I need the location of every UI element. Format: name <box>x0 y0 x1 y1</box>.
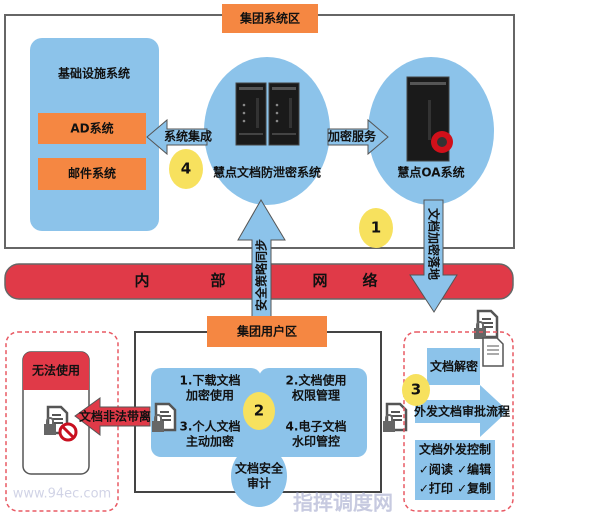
policy-sync-arrow <box>237 199 286 319</box>
locked-document-icon <box>472 309 499 341</box>
server-icon <box>235 82 267 146</box>
feature-2-line1: 2.文档使用 <box>286 373 347 388</box>
locked-document-icon <box>381 402 408 434</box>
locked-document-icon <box>150 402 177 434</box>
feature-3-line1: 3.个人文档 <box>180 419 241 434</box>
external-control-line: ✓打印 ✓复制 <box>419 481 491 496</box>
external-zone-frame <box>403 331 514 512</box>
audit-node <box>231 445 287 507</box>
approval-flow-arrow <box>415 385 508 437</box>
feature-4-line2: 水印管控 <box>292 434 340 449</box>
audit-line2: 审计 <box>247 476 271 491</box>
step-badge-4-label: 4 <box>181 160 191 178</box>
forbidden-icon <box>58 422 78 442</box>
internal-network-char: 内 <box>134 272 149 290</box>
user-feature-panel-right <box>259 368 367 457</box>
external-control-line: ✓阅读 ✓编辑 <box>419 462 491 477</box>
external-control-title: 文档外发控制 <box>419 442 491 457</box>
step-badge-2 <box>243 392 275 430</box>
group-system-zone-label-box <box>222 4 318 33</box>
feature-1-line1: 1.下载文档 <box>180 373 241 388</box>
group-system-zone-label: 集团系统区 <box>239 11 300 26</box>
approval-flow-label: 外发文档审批流程 <box>414 404 510 419</box>
internal-network-char: 络 <box>362 272 377 290</box>
unusable-label: 无法使用 <box>31 363 80 378</box>
step-badge-1 <box>359 208 393 248</box>
step-badge-4 <box>169 149 203 189</box>
server-gear-icon <box>406 76 453 162</box>
external-control-box <box>415 440 495 500</box>
group-user-zone-label-box <box>207 316 327 347</box>
encrypt-land-arrow <box>409 199 458 313</box>
server-icon <box>268 82 300 146</box>
dlp-system-node <box>204 57 330 205</box>
group-user-zone-label: 集团用户区 <box>236 324 297 339</box>
illegal-removal-label: 文档非法带离 <box>79 409 151 424</box>
feature-2-line2: 权限管理 <box>291 388 340 403</box>
infrastructure-title: 基础设施系统 <box>57 66 130 81</box>
encryption-service-label: 加密服务 <box>327 129 377 144</box>
decrypt-box <box>427 348 480 385</box>
ad-system-box <box>38 113 146 144</box>
illegal-removal-arrow <box>74 397 151 437</box>
unusable-header <box>23 352 89 390</box>
feature-4-line1: 4.电子文档 <box>286 419 347 434</box>
system-integration-label: 系统集成 <box>164 129 212 144</box>
decrypt-label: 文档解密 <box>430 359 478 374</box>
document-icon <box>482 337 504 367</box>
internal-network-char: 部 <box>210 272 225 290</box>
encryption-service-arrow <box>327 118 389 156</box>
step-badge-3 <box>402 374 430 406</box>
encrypt-land-label: 文档加密落地 <box>427 208 442 280</box>
oa-system-label: 慧点OA系统 <box>397 165 464 180</box>
step-badge-1-label: 1 <box>371 219 381 237</box>
feature-3-line2: 主动加密 <box>186 434 234 449</box>
user-feature-panel-left <box>151 368 261 457</box>
audit-line1: 文档安全 <box>235 461 284 476</box>
internal-network-char: 网 <box>312 272 327 290</box>
watermark-url: www.94ec.com <box>13 487 111 502</box>
step-badge-3-label: 3 <box>411 381 421 399</box>
watermark-text: 指挥调度网 <box>293 491 393 515</box>
system-integration-arrow <box>146 118 208 156</box>
ad-system-label: AD系统 <box>70 121 113 136</box>
dlp-system-label: 慧点文档防泄密系统 <box>213 165 321 180</box>
step-badge-2-label: 2 <box>254 402 264 420</box>
feature-1-line2: 加密使用 <box>185 388 234 403</box>
policy-sync-label: 安全策略同步 <box>254 239 269 311</box>
mail-system-label: 邮件系统 <box>68 166 116 181</box>
mail-system-box <box>38 158 146 190</box>
